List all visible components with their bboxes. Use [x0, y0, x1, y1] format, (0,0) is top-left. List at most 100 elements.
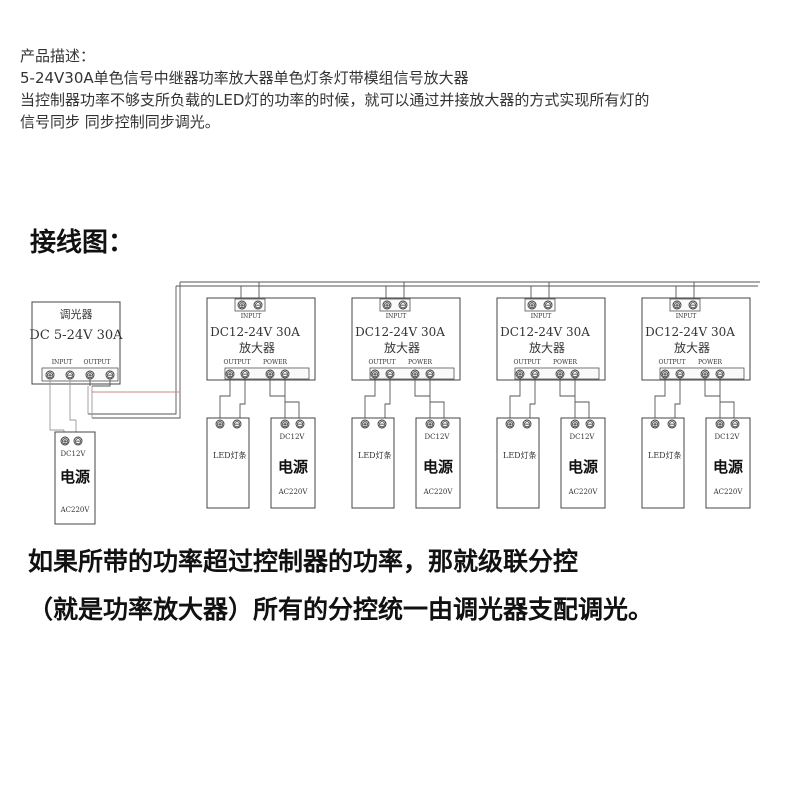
svg-text:⊖: ⊖: [676, 370, 684, 380]
power-supply-3: ⊕ ⊖ DC12V 电源 AC220V: [560, 417, 606, 509]
power-supply-1-name: 电源: [278, 458, 308, 476]
signal-bus: [87, 281, 760, 419]
amp-1-output-minus: ⊖: [240, 369, 250, 380]
amp-4-output-label: OUTPUT: [659, 359, 686, 366]
power-supply-2-ac: AC220V: [423, 488, 454, 496]
svg-text:⊕: ⊕: [371, 370, 379, 380]
power-supply-4-voltage: DC12V: [715, 433, 741, 441]
svg-text:⊕: ⊕: [46, 371, 54, 381]
svg-text:⊕: ⊕: [516, 370, 524, 380]
svg-text:⊖: ⊖: [523, 420, 531, 430]
svg-text:⊕: ⊕: [266, 370, 274, 380]
svg-text:⊖: ⊖: [426, 370, 434, 380]
svg-text:⊖: ⊖: [544, 301, 552, 311]
power-supply-4-name: 电源: [713, 458, 743, 476]
power-supply-2-plus: ⊕: [425, 419, 435, 430]
led-strip-2-minus: ⊖: [377, 419, 387, 430]
svg-text:⊖: ⊖: [731, 420, 739, 430]
svg-text:⊖: ⊖: [399, 301, 407, 311]
power-supply-2-name: 电源: [423, 458, 453, 476]
amp-3-input-label: INPUT: [531, 313, 552, 320]
amp-2-output-minus: ⊖: [385, 369, 395, 380]
svg-text:⊖: ⊖: [668, 420, 676, 430]
power-supply-1-voltage: DC12V: [280, 433, 306, 441]
led-strip-2: ⊕⊖LED灯条: [351, 417, 395, 509]
amp-1-input-plus: ⊕: [237, 300, 247, 311]
led-strip-3-label: LED灯条: [503, 450, 537, 460]
led-strip-4: ⊕ ⊖ LED灯条: [641, 417, 685, 509]
svg-text:⊕: ⊕: [281, 420, 289, 430]
led-strip-4-label: LED灯条: [648, 450, 682, 460]
footer-line-2: （就是功率放大器）所有的分控统一由调光器支配调光。: [28, 595, 654, 624]
dimmer-title: 调光器: [60, 307, 93, 321]
led-strip-1-label: LED灯条: [213, 450, 247, 460]
dimmer-power-terminal-plus: ⊕: [60, 436, 70, 447]
svg-text:⊕: ⊕: [528, 301, 536, 311]
amp-4-name: 放大器: [674, 340, 710, 355]
svg-text:⊕: ⊕: [86, 371, 94, 381]
led-strip-4-plus: ⊕: [650, 419, 660, 430]
svg-text:⊖: ⊖: [66, 371, 74, 381]
svg-text:⊖: ⊖: [441, 420, 449, 430]
svg-text:⊕: ⊕: [651, 420, 659, 430]
svg-text:⊖: ⊖: [281, 370, 289, 380]
svg-text:⊖: ⊖: [254, 301, 262, 311]
amp-2-name: 放大器: [384, 340, 420, 355]
dimmer-input-label: INPUT: [52, 359, 73, 366]
power-supply-4-plus: ⊕: [715, 419, 725, 430]
svg-text:⊖: ⊖: [386, 370, 394, 380]
svg-text:⊕: ⊕: [61, 437, 69, 447]
power-supply-1-plus: ⊕: [280, 419, 290, 430]
amp-2-input-label: INPUT: [386, 313, 407, 320]
amp-2-input-plus: ⊕: [382, 300, 392, 311]
amp-4-input-minus: ⊖: [688, 300, 698, 311]
amp-4-power-label: POWER: [698, 359, 723, 366]
amp-1-input-minus: ⊖: [253, 300, 263, 311]
power-supply-3-name: 电源: [568, 458, 598, 476]
amp-2-power-label: POWER: [408, 359, 433, 366]
led-strip-1-minus: ⊖: [232, 419, 242, 430]
led-strip-3-plus: ⊕: [505, 419, 515, 430]
led-strip-1: ⊕ ⊖ LED灯条: [206, 417, 250, 509]
power-supply-4-ac: AC220V: [713, 488, 744, 496]
amp-3-name: 放大器: [529, 340, 565, 355]
dimmer-power-voltage: DC12V: [61, 450, 87, 458]
amp-3-power-minus: ⊖: [570, 369, 580, 380]
power-supply-3-voltage: DC12V: [570, 433, 596, 441]
amp-2-spec: DC12-24V 30A: [355, 325, 445, 339]
svg-text:⊕: ⊕: [571, 420, 579, 430]
svg-text:⊕: ⊕: [661, 370, 669, 380]
svg-text:⊕: ⊕: [506, 420, 514, 430]
svg-text:⊕: ⊕: [216, 420, 224, 430]
power-supply-3-ac: AC220V: [568, 488, 599, 496]
dimmer-controller: 调光器 DC 5-24V 30A INPUT OUTPUT ⊕ ⊖ ⊕ ⊖: [29, 301, 123, 387]
led-strip-2-plus: ⊕: [360, 419, 370, 430]
svg-text:⊕: ⊕: [361, 420, 369, 430]
dimmer-spec: DC 5-24V 30A: [29, 328, 123, 343]
amp-1-power-label: POWER: [263, 359, 288, 366]
svg-text:⊖: ⊖: [296, 420, 304, 430]
amp-3-input-minus: ⊖: [543, 300, 553, 311]
svg-text:⊖: ⊖: [106, 371, 114, 381]
power-supply-2-minus: ⊖: [440, 419, 450, 430]
svg-text:⊕: ⊕: [226, 370, 234, 380]
product-description: 产品描述： 5-24V30A单色信号中继器功率放大器单色灯条灯带模组信号放大器 …: [20, 45, 780, 133]
power-supply-4: ⊕ ⊖ DC12V 电源 AC220V: [705, 417, 751, 509]
dimmer-power-supply: ⊕ ⊖ DC12V 电源 AC220V: [49, 379, 96, 525]
amp-1-name: 放大器: [239, 340, 275, 355]
power-supply-3-plus: ⊕: [570, 419, 580, 430]
svg-text:⊖: ⊖: [531, 370, 539, 380]
amp-3-spec: DC12-24V 30A: [500, 325, 590, 339]
power-supply-3-minus: ⊖: [585, 419, 595, 430]
svg-text:⊕: ⊕: [411, 370, 419, 380]
svg-text:⊕: ⊕: [716, 420, 724, 430]
